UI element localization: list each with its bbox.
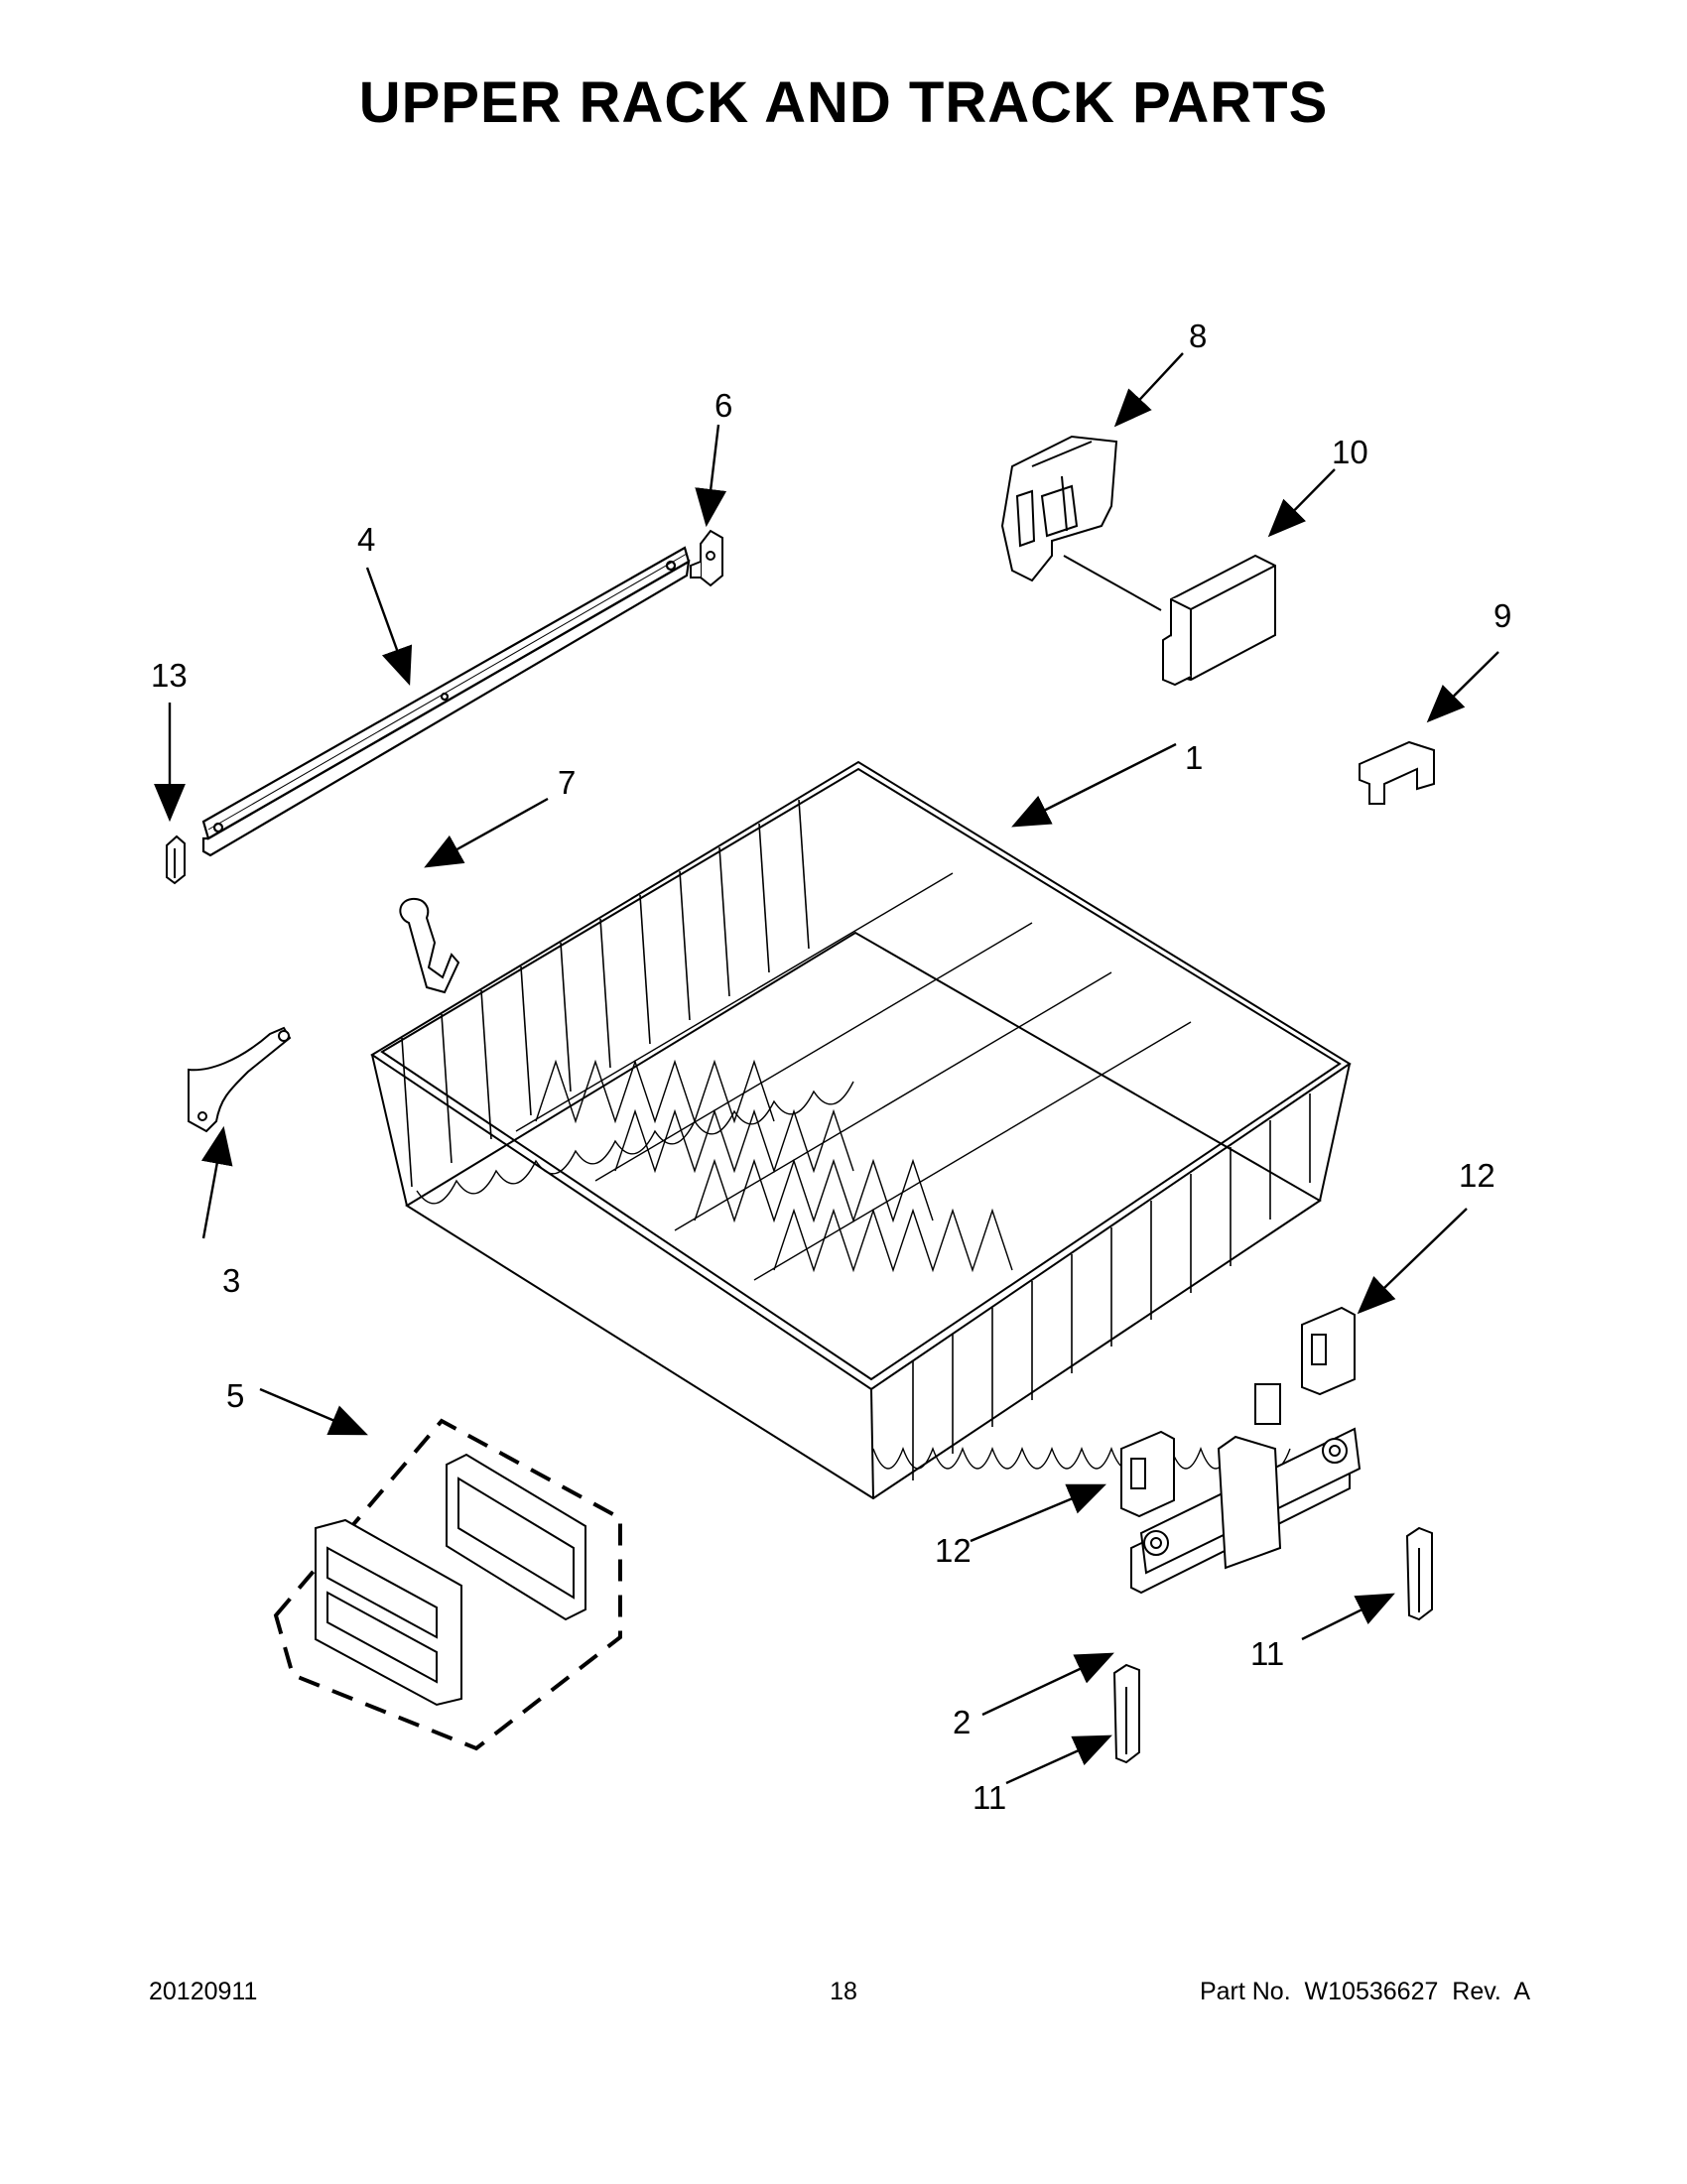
track-stop-part-12-upper [1301, 1306, 1356, 1396]
callout-5: 5 [226, 1377, 244, 1414]
callout-3: 3 [222, 1262, 240, 1299]
callout-10: 10 [1332, 434, 1368, 470]
track-stop-part-12-lower [1120, 1430, 1175, 1518]
stop-part-11-lower [1112, 1663, 1140, 1764]
bracket-part-3 [188, 1026, 292, 1133]
upper-wire-rack-part-1 [370, 760, 1352, 1500]
clip-part-9 [1359, 740, 1435, 805]
roller-assembly-part-8 [1000, 435, 1118, 582]
rail-end-cap-part-13 [166, 835, 186, 885]
callout-9: 9 [1493, 597, 1511, 634]
leader-arrows [154, 352, 1499, 1785]
handle-kit-part-5 [273, 1418, 622, 1751]
rack-rail-part-4 [201, 546, 691, 857]
callout-8: 8 [1189, 318, 1207, 354]
clip-part-7 [399, 897, 460, 994]
footer-page-number: 18 [830, 1978, 857, 2005]
callout-11-right: 11 [1250, 1635, 1284, 1672]
callout-4: 4 [357, 521, 375, 558]
callout-2: 2 [953, 1704, 971, 1740]
page-title: UPPER RACK AND TRACK PARTS [358, 70, 1329, 135]
footer-date-code: 20120911 [149, 1978, 258, 2005]
cover-part-10 [1162, 554, 1276, 687]
callout-13: 13 [151, 657, 188, 694]
callout-7: 7 [558, 764, 576, 801]
callout-12-lower: 12 [935, 1532, 972, 1569]
track-assembly-part-2 [1130, 1383, 1362, 1595]
callout-1: 1 [1185, 739, 1203, 776]
callout-12-upper: 12 [1459, 1157, 1495, 1194]
connector-line [1063, 555, 1162, 611]
footer-part-number: Part No. W10536627 Rev. A [1199, 1978, 1530, 2005]
rail-stop-clip-part-6 [690, 529, 723, 587]
stop-part-11-right [1405, 1526, 1433, 1621]
callout-11-lower: 11 [973, 1779, 1006, 1816]
callout-6: 6 [714, 387, 732, 424]
